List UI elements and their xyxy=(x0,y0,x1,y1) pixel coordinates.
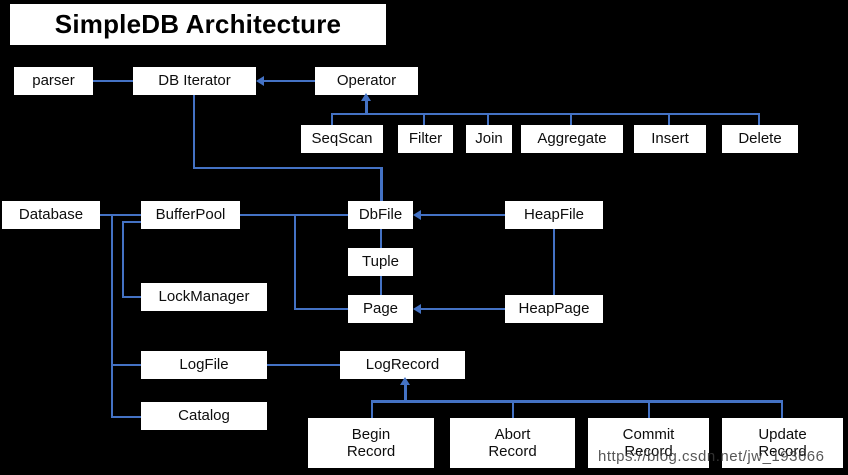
edge-heapfile-dbfile xyxy=(421,214,505,216)
node-bufferpool[interactable]: BufferPool xyxy=(141,201,240,229)
edge-dbiterator-dbfile xyxy=(380,167,383,201)
edge-bufferpool-stub xyxy=(122,221,141,223)
node-tuple[interactable]: Tuple xyxy=(348,248,413,276)
edge-trunk-lockmanager xyxy=(122,296,141,298)
node-delete[interactable]: Delete xyxy=(722,125,798,153)
node-filter[interactable]: Filter xyxy=(398,125,453,153)
edge-bus-join xyxy=(487,113,489,125)
node-seqscan[interactable]: SeqScan xyxy=(301,125,383,153)
edge-heappage-page xyxy=(421,308,505,310)
edge-trunk-logfile xyxy=(111,364,141,366)
edge-heapfile-heappage xyxy=(553,229,555,295)
edge-operator-riser xyxy=(365,100,368,114)
edge-logrecord-riser xyxy=(404,384,407,401)
edge-dbfile-tuple xyxy=(380,229,382,248)
edge-bus-delete xyxy=(758,113,760,125)
node-heapfile[interactable]: HeapFile xyxy=(505,201,603,229)
watermark: https://blog.csdn.net/jw_193666 xyxy=(598,448,825,465)
edge-database-stub xyxy=(100,214,141,216)
edge-parser-dbiterator xyxy=(93,80,133,82)
node-page[interactable]: Page xyxy=(348,295,413,323)
diagram-title: SimpleDB Architecture xyxy=(10,4,386,45)
node-logrecord[interactable]: LogRecord xyxy=(340,351,465,379)
node-update-record[interactable]: Update Record xyxy=(722,418,843,468)
edge-trunk-catalog xyxy=(111,416,141,418)
node-abort-record[interactable]: Abort Record xyxy=(450,418,575,468)
edge-bus-aggregate xyxy=(570,113,572,125)
edge-bus-abort-record xyxy=(512,400,514,418)
edge-tuple-page xyxy=(380,276,382,295)
edge-bus-commit-record xyxy=(648,400,650,418)
edge-logrecord-bus xyxy=(371,400,782,403)
edge-logfile-logrecord xyxy=(267,364,340,366)
node-logfile[interactable]: LogFile xyxy=(141,351,267,379)
edge-operator-bus xyxy=(331,113,760,115)
edge-bufferpool-page-drop xyxy=(294,214,296,309)
arrowhead-subclass-operator xyxy=(361,93,371,101)
node-database[interactable]: Database xyxy=(2,201,100,229)
node-insert[interactable]: Insert xyxy=(634,125,706,153)
edge-dbiterator-run xyxy=(193,167,383,169)
edge-dbiterator-drop xyxy=(193,95,195,169)
edge-bus-insert xyxy=(668,113,670,125)
node-heappage[interactable]: HeapPage xyxy=(505,295,603,323)
edge-bus-seqscan xyxy=(331,113,333,125)
edge-bus-begin-record xyxy=(371,400,373,418)
arrowhead-operator-dbiterator xyxy=(256,76,264,86)
node-operator[interactable]: Operator xyxy=(315,67,418,95)
arrowhead-record-logrecord xyxy=(400,377,410,385)
edge-bus-update-record xyxy=(781,400,783,418)
node-parser[interactable]: parser xyxy=(14,67,93,95)
node-aggregate[interactable]: Aggregate xyxy=(521,125,623,153)
node-dbfile[interactable]: DbFile xyxy=(348,201,413,229)
edge-database-trunk xyxy=(111,214,113,417)
node-db-iterator[interactable]: DB Iterator xyxy=(133,67,256,95)
node-lockmanager[interactable]: LockManager xyxy=(141,283,267,311)
arrowhead-heappage-page xyxy=(413,304,421,314)
arrowhead-heapfile-dbfile xyxy=(413,210,421,220)
node-catalog[interactable]: Catalog xyxy=(141,402,267,430)
node-join[interactable]: Join xyxy=(466,125,512,153)
edge-bufferpool-page xyxy=(294,308,348,310)
edge-operator-dbiterator xyxy=(264,80,315,82)
node-commit-record[interactable]: Commit Record xyxy=(588,418,709,468)
edge-bufferpool-trunk xyxy=(122,221,124,297)
edge-bus-filter xyxy=(423,113,425,125)
node-begin-record[interactable]: Begin Record xyxy=(308,418,434,468)
